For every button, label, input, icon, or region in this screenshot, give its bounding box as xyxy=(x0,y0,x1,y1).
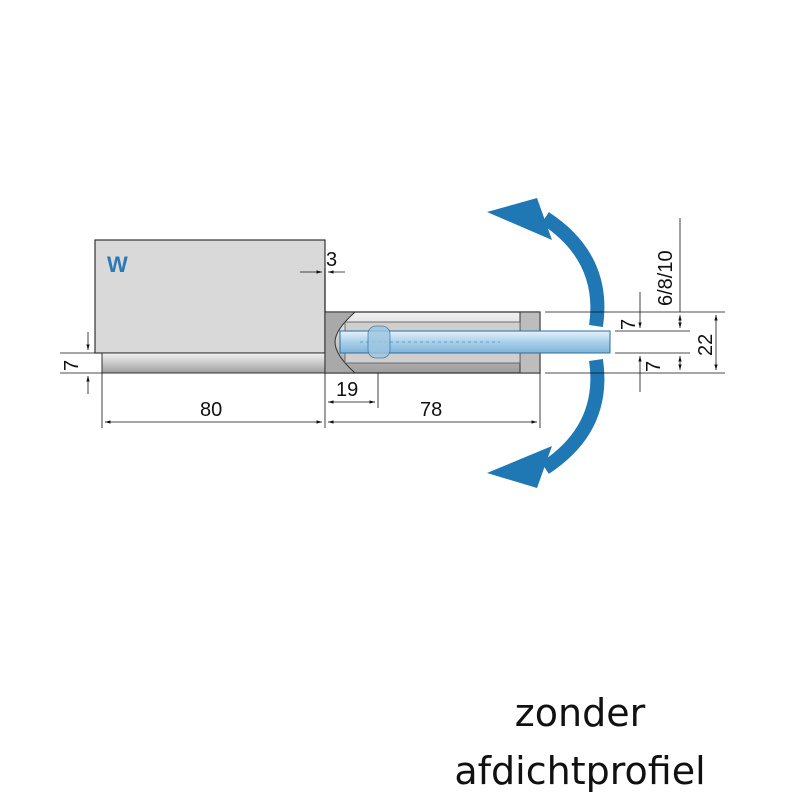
dim-wall-side-thickness: 7 xyxy=(61,360,83,371)
caption-line-2: afdichtprofiel xyxy=(454,749,706,793)
dim-total-height: 22 xyxy=(695,334,717,356)
dim-inner-depth: 19 xyxy=(336,379,358,401)
dim-top-thickness: 7 xyxy=(618,319,640,330)
rotation-arrow-down-icon xyxy=(541,358,605,474)
wall-base-plate xyxy=(101,352,326,374)
wall-block xyxy=(94,239,326,354)
clamp-screw xyxy=(367,325,391,359)
dim-gap: 3 xyxy=(326,249,337,271)
dim-glass-thickness: 6/8/10 xyxy=(655,250,677,306)
caption-line-1: zonder xyxy=(514,691,646,735)
dim-clamp-length: 78 xyxy=(420,399,442,421)
dim-bottom-thickness: 7 xyxy=(643,361,665,372)
dim-wall-offset: 80 xyxy=(200,399,222,421)
rotation-arrow-up-icon xyxy=(541,212,605,328)
wall-label: W xyxy=(107,252,128,277)
